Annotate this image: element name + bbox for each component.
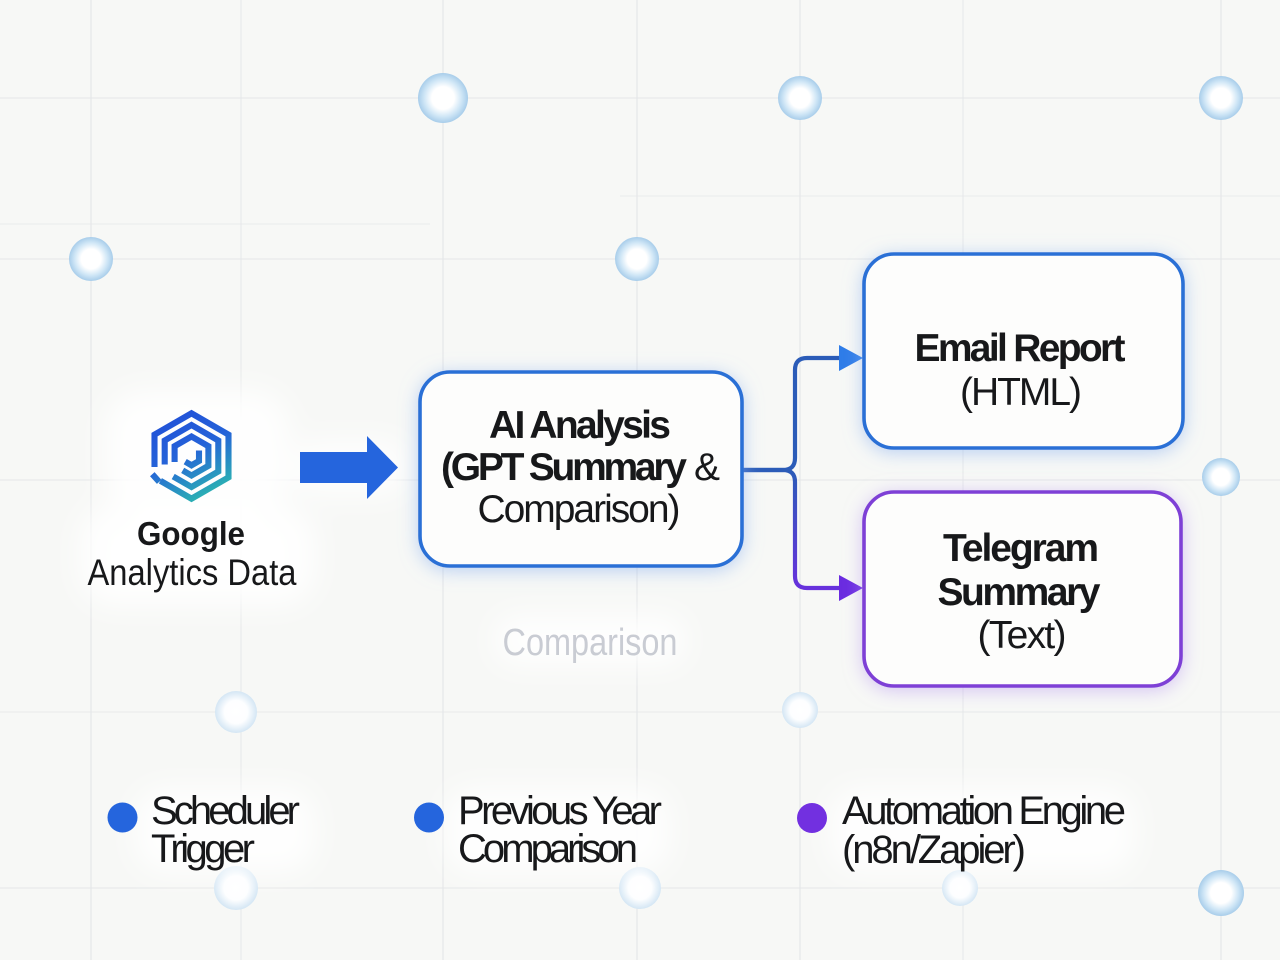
svg-text:Scheduler: Scheduler — [151, 789, 300, 833]
svg-text:Comparison: Comparison — [458, 827, 638, 871]
svg-text:(n8n/Zapier): (n8n/Zapier) — [842, 828, 1026, 872]
svg-text:Automation Engine: Automation Engine — [842, 789, 1126, 833]
svg-text:(Text): (Text) — [978, 614, 1067, 657]
svg-text:(GPT Summary: (GPT Summary — [441, 446, 687, 489]
svg-text:Comparison: Comparison — [503, 622, 678, 664]
svg-text:Comparison): Comparison) — [478, 488, 681, 531]
svg-text:Email Report: Email Report — [915, 327, 1126, 370]
svg-text:&: & — [694, 446, 720, 489]
svg-text:Analytics Data: Analytics Data — [88, 552, 297, 593]
svg-text:Trigger: Trigger — [151, 827, 255, 871]
svg-text:Telegram: Telegram — [943, 527, 1099, 570]
svg-text:Previous Year: Previous Year — [458, 789, 662, 833]
svg-text:Google: Google — [137, 515, 245, 552]
svg-text:AI Analysis: AI Analysis — [489, 404, 671, 447]
svg-text:(HTML): (HTML) — [960, 371, 1082, 414]
svg-text:Summary: Summary — [938, 571, 1101, 614]
